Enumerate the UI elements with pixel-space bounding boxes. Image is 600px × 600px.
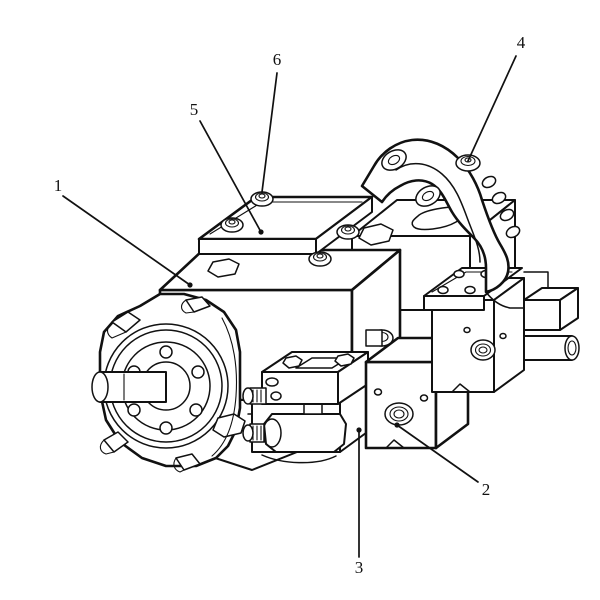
flange-ear-lower-right-round	[173, 457, 185, 473]
callout-2-leader	[396, 424, 479, 483]
mid-fitting-body	[365, 329, 383, 347]
rear-block-oval-recess	[411, 206, 467, 231]
flange-bolt-holes	[127, 345, 205, 435]
flange-bolt-hole	[127, 403, 141, 417]
rear-port-bottom-notch	[385, 439, 405, 449]
upper-right-bolt-hole	[463, 326, 471, 334]
cover-plate-bolt	[308, 251, 332, 267]
callout-3-label: 3	[355, 558, 364, 577]
flange-bolt-hole	[191, 365, 205, 379]
cover-plate-bolt	[250, 191, 274, 207]
callout-layer: 1 2 3 4 5 6	[54, 33, 526, 577]
flange-ear-lower-left	[103, 431, 129, 453]
callout-5[interactable]: 5	[190, 100, 264, 235]
bracket-inner-web	[395, 162, 481, 263]
bracket-side-bolts	[481, 175, 521, 239]
right-pad-bolt	[453, 269, 465, 279]
flange-contour-line	[211, 317, 238, 457]
right-end-block	[523, 299, 561, 331]
bracket-outer-contour	[360, 138, 510, 294]
flange-bolt-hole	[159, 421, 173, 435]
bracket-lower-foot	[485, 291, 529, 309]
callout-2-dot	[394, 422, 400, 428]
callout-6-label: 6	[273, 50, 282, 69]
right-cover-pad	[423, 267, 523, 311]
right-pad-bolt	[437, 285, 449, 295]
right-end-fittings	[523, 271, 580, 361]
callout-2-label: 2	[482, 480, 491, 499]
servo-adjuster-screw	[242, 423, 265, 443]
flange-ear-upper-right	[185, 296, 211, 313]
flange-ear-upper-left-round	[106, 321, 127, 339]
callout-6[interactable]: 6	[261, 50, 282, 193]
flange-ear-upper-left	[111, 311, 141, 333]
flange-bolt-hole	[189, 403, 203, 417]
right-pad-bolt	[464, 285, 476, 295]
bracket-mount-eye	[415, 185, 441, 207]
flange-hex-nut-edges	[212, 417, 246, 434]
callout-5-label: 5	[190, 100, 199, 119]
mounting-bracket-flange	[360, 138, 529, 309]
regulator-valve-block	[242, 351, 369, 405]
drive-shaft	[91, 371, 167, 403]
mid-body-fitting	[365, 329, 394, 347]
callout-5-leader	[199, 120, 262, 233]
upper-right-bottom-notch	[451, 383, 471, 393]
adjuster-cap	[242, 424, 254, 442]
shaft-end-face	[91, 371, 109, 403]
rear-port-bolt-hole	[419, 394, 429, 402]
regulator-hex-nut	[282, 355, 303, 369]
bracket-top-bolt	[455, 154, 481, 172]
callout-4-leader	[467, 55, 517, 162]
cover-plate-bolt	[336, 224, 360, 240]
flange-ear-upper-right-round	[180, 299, 195, 314]
regulator-hex-nut	[334, 353, 355, 367]
cover-plate-bolts	[220, 191, 360, 267]
flange-ear-lower-right	[175, 453, 201, 471]
right-end-block-side	[559, 287, 579, 331]
callout-1-label: 1	[54, 176, 63, 195]
right-outlet-bore	[567, 340, 577, 356]
callout-1[interactable]: 1	[54, 176, 193, 288]
housing-hex-boss	[358, 223, 394, 246]
callout-5-dot	[258, 229, 264, 235]
rear-port-opening	[384, 402, 414, 426]
regulator-boss	[265, 377, 279, 387]
upper-right-bolt-hole	[499, 332, 507, 340]
regulator-boss	[270, 391, 282, 401]
housing-hex-plug-edges	[207, 261, 240, 275]
front-mounting-flange	[91, 292, 246, 473]
callout-3-dot	[356, 427, 362, 433]
shaft-body	[99, 371, 167, 403]
callout-1-dot	[187, 282, 193, 288]
rear-port-bolt-hole	[373, 388, 383, 396]
regulator-screw-cap	[242, 387, 254, 405]
servo-linkage-arm	[261, 454, 337, 464]
cover-plate-bolt	[220, 217, 244, 233]
flange-ear-lower-left-round	[99, 439, 115, 455]
right-end-ledge	[523, 271, 549, 289]
right-pad-front	[423, 295, 485, 311]
callout-4[interactable]: 4	[467, 33, 526, 162]
flange-hex-nut	[212, 413, 246, 438]
flange-bolt-hole	[159, 345, 173, 359]
cover-plate-front-edge	[198, 238, 317, 255]
right-outlet-face	[564, 335, 580, 361]
callout-2[interactable]: 2	[394, 422, 490, 499]
top-cover-plate	[197, 191, 394, 267]
regulator-side-screw	[242, 387, 267, 405]
callout-4-label: 4	[517, 33, 526, 52]
upper-right-side	[493, 277, 525, 393]
callout-1-leader	[62, 195, 191, 286]
bracket-mount-eye	[381, 149, 407, 171]
rear-port-block	[364, 336, 470, 450]
callout-6-leader	[261, 72, 278, 193]
upper-right-port-opening	[470, 339, 496, 361]
callout-3[interactable]: 3	[355, 427, 364, 577]
